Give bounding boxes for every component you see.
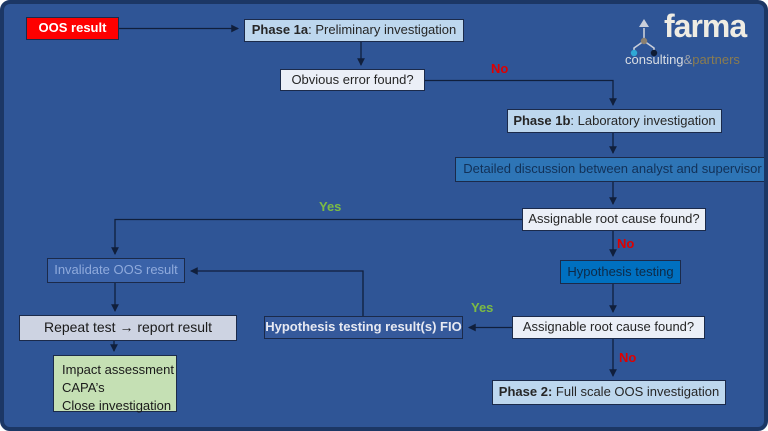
node-closeout: Impact assessment CAPA’s Close investiga…: [53, 355, 177, 413]
node-repeat-test: Repeat test → report result: [19, 315, 237, 341]
node-label: Assignable root cause found?: [528, 211, 700, 227]
node-assignable-root-cause-1: Assignable root cause found?: [522, 208, 706, 231]
logo-subtitle: consulting&partners: [625, 52, 740, 67]
node-label: Detailed discussion between analyst and …: [463, 161, 762, 177]
node-hypothesis-result-fio: Hypothesis testing result(s) FIO: [264, 316, 463, 339]
node-obvious-error: Obvious error found?: [280, 69, 425, 91]
farma-logo: farma consulting&partners: [624, 8, 756, 72]
node-hypothesis-testing: Hypothesis testing: [560, 260, 681, 284]
node-label: : Preliminary investigation: [308, 22, 457, 38]
node-label: : Laboratory investigation: [570, 112, 716, 128]
closeout-line-3: Close investigation: [62, 397, 172, 413]
edge-label-yes-assignable1: Yes: [319, 199, 342, 214]
logo-sub-partners: partners: [692, 52, 740, 67]
branching-arrow-icon: [630, 19, 658, 57]
node-invalidate-oos-result: Invalidate OOS result: [47, 258, 185, 283]
node-assignable-root-cause-2: Assignable root cause found?: [512, 316, 705, 339]
node-label-bold: Phase 2:: [498, 384, 553, 400]
closeout-line-1: Impact assessment: [62, 362, 174, 377]
node-label: OOS result: [38, 20, 107, 36]
logo-sub-ampersand: &: [683, 52, 693, 67]
node-detailed-discussion: Detailed discussion between analyst and …: [455, 157, 764, 182]
node-label: Hypothesis testing: [567, 263, 674, 279]
node-phase-2: Phase 2: Full scale OOS investigation: [492, 380, 726, 405]
node-label-bold: Phase 1a: [251, 22, 309, 38]
node-label-bold: Phase 1b: [513, 112, 571, 128]
node-oos-result: OOS result: [26, 17, 119, 40]
logo-sub-consulting: consulting: [625, 52, 684, 67]
node-label: Hypothesis testing result(s) FIO: [265, 319, 462, 335]
node-label: Obvious error found?: [291, 71, 414, 87]
node-label: Invalidate OOS result: [54, 262, 178, 278]
node-label: Full scale OOS investigation: [552, 384, 720, 400]
node-label: Assignable root cause found?: [522, 319, 695, 335]
closeout-line-2: CAPA’s: [62, 379, 105, 395]
node-phase-1a: Phase 1a: Preliminary investigation: [244, 19, 464, 42]
node-label: Repeat test → report result: [43, 319, 213, 336]
edge-label-no-assignable2: No: [619, 350, 637, 365]
edge-label-no-assignable1: No: [617, 236, 635, 251]
edge-label-no-obvious: No: [491, 61, 509, 76]
node-phase-1b: Phase 1b: Laboratory investigation: [507, 109, 722, 133]
logo-brand-text: farma: [664, 8, 747, 44]
edge-label-yes-assignable2: Yes: [471, 300, 494, 315]
